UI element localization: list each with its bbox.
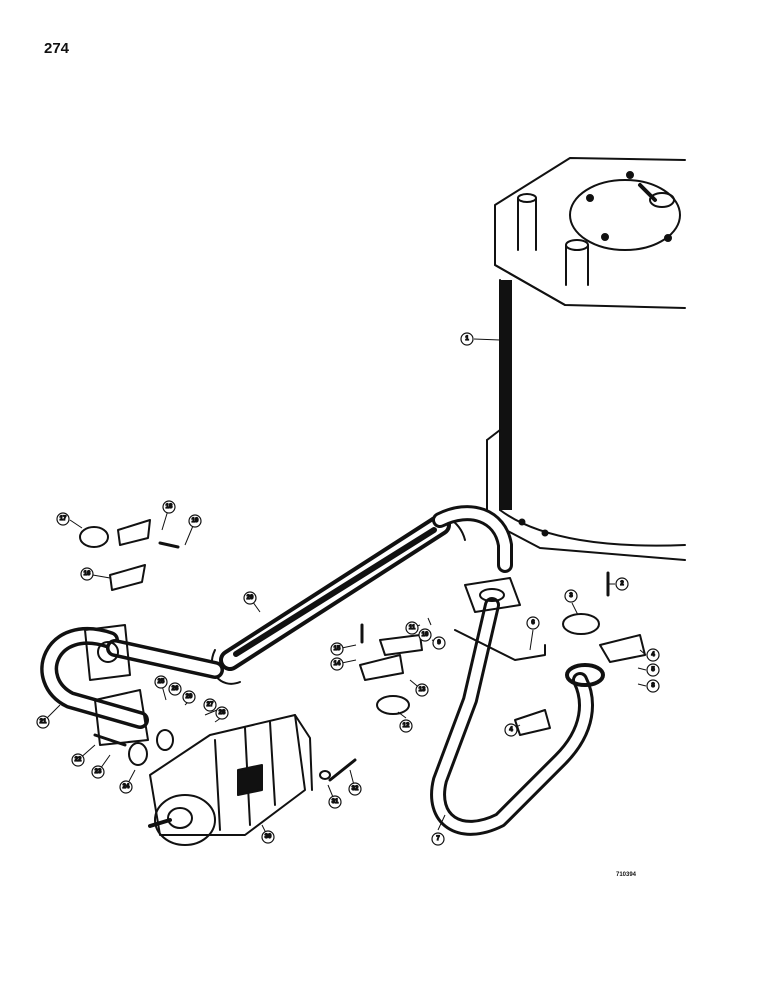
svg-text:27: 27 xyxy=(207,702,214,708)
svg-text:22: 22 xyxy=(75,757,82,763)
callout-3: 3 xyxy=(564,589,578,603)
svg-text:14: 14 xyxy=(334,661,341,667)
svg-text:13: 13 xyxy=(419,687,426,693)
svg-text:19: 19 xyxy=(192,518,199,524)
callout-31: 31 xyxy=(328,795,342,809)
callout-21: 21 xyxy=(36,715,50,729)
figure-code: 710394 xyxy=(616,872,637,878)
callout-29: 29 xyxy=(182,690,196,704)
callout-19: 19 xyxy=(188,514,202,528)
callout-8: 8 xyxy=(646,679,660,693)
callout-16: 16 xyxy=(80,567,94,581)
svg-text:29: 29 xyxy=(186,694,193,700)
svg-text:23: 23 xyxy=(95,769,102,775)
svg-text:9: 9 xyxy=(437,640,441,646)
svg-text:18: 18 xyxy=(166,504,173,510)
callout-4-lower: 4 xyxy=(504,723,518,737)
svg-text:6: 6 xyxy=(531,620,535,626)
callout-18: 18 xyxy=(162,500,176,514)
callout-20: 20 xyxy=(243,591,257,605)
svg-text:32: 32 xyxy=(352,786,359,792)
callout-1: 1 xyxy=(460,332,474,346)
svg-text:31: 31 xyxy=(332,799,339,805)
callout-30: 30 xyxy=(261,830,275,844)
svg-text:20: 20 xyxy=(247,595,254,601)
callout-17: 17 xyxy=(56,512,70,526)
callout-7: 7 xyxy=(431,832,445,846)
svg-text:10: 10 xyxy=(422,632,429,638)
callout-14: 14 xyxy=(330,657,344,671)
svg-text:12: 12 xyxy=(403,723,410,729)
hydraulic-pump xyxy=(148,714,313,846)
callout-22: 22 xyxy=(71,753,85,767)
clamp-half-upper xyxy=(117,519,151,546)
callout-28: 28 xyxy=(215,706,229,720)
callout-24: 24 xyxy=(119,780,133,794)
callout-5: 5 xyxy=(646,663,660,677)
svg-text:24: 24 xyxy=(123,784,130,790)
svg-text:28: 28 xyxy=(219,710,226,716)
suction-hose xyxy=(210,505,513,685)
o-ring-17 xyxy=(79,526,109,548)
svg-text:30: 30 xyxy=(265,834,272,840)
svg-text:5: 5 xyxy=(651,667,655,673)
svg-text:26: 26 xyxy=(172,686,179,692)
callout-6: 6 xyxy=(526,616,540,630)
svg-text:3: 3 xyxy=(569,593,573,599)
callout-15: 15 xyxy=(330,642,344,656)
callout-10: 10 xyxy=(418,628,432,642)
callout-4-right: 4 xyxy=(646,648,660,662)
svg-text:4: 4 xyxy=(509,727,513,733)
callout-13: 13 xyxy=(415,683,429,697)
callout-26: 26 xyxy=(168,682,182,696)
reservoir-tank xyxy=(486,157,686,561)
svg-text:1: 1 xyxy=(465,336,469,342)
svg-text:15: 15 xyxy=(334,646,341,652)
o-ring-3 xyxy=(562,613,600,635)
callout-9: 9 xyxy=(432,636,446,650)
callout-32: 32 xyxy=(348,782,362,796)
svg-text:8: 8 xyxy=(651,683,655,689)
callout-12: 12 xyxy=(399,719,413,733)
svg-text:7: 7 xyxy=(436,836,440,842)
callout-23: 23 xyxy=(91,765,105,779)
svg-text:4: 4 xyxy=(651,652,655,658)
svg-text:2: 2 xyxy=(620,581,624,587)
clamp-half-lower xyxy=(109,564,146,591)
page-number: 274 xyxy=(44,40,70,57)
svg-text:21: 21 xyxy=(40,719,47,725)
callout-27: 27 xyxy=(203,698,217,712)
callout-2: 2 xyxy=(615,577,629,591)
svg-text:25: 25 xyxy=(158,679,165,685)
svg-text:11: 11 xyxy=(409,625,416,631)
inlet-elbow xyxy=(40,624,224,746)
pressure-pipe xyxy=(430,577,605,836)
svg-text:16: 16 xyxy=(84,571,91,577)
callout-25: 25 xyxy=(154,675,168,689)
callout-11: 11 xyxy=(405,621,419,635)
svg-text:17: 17 xyxy=(60,516,67,522)
